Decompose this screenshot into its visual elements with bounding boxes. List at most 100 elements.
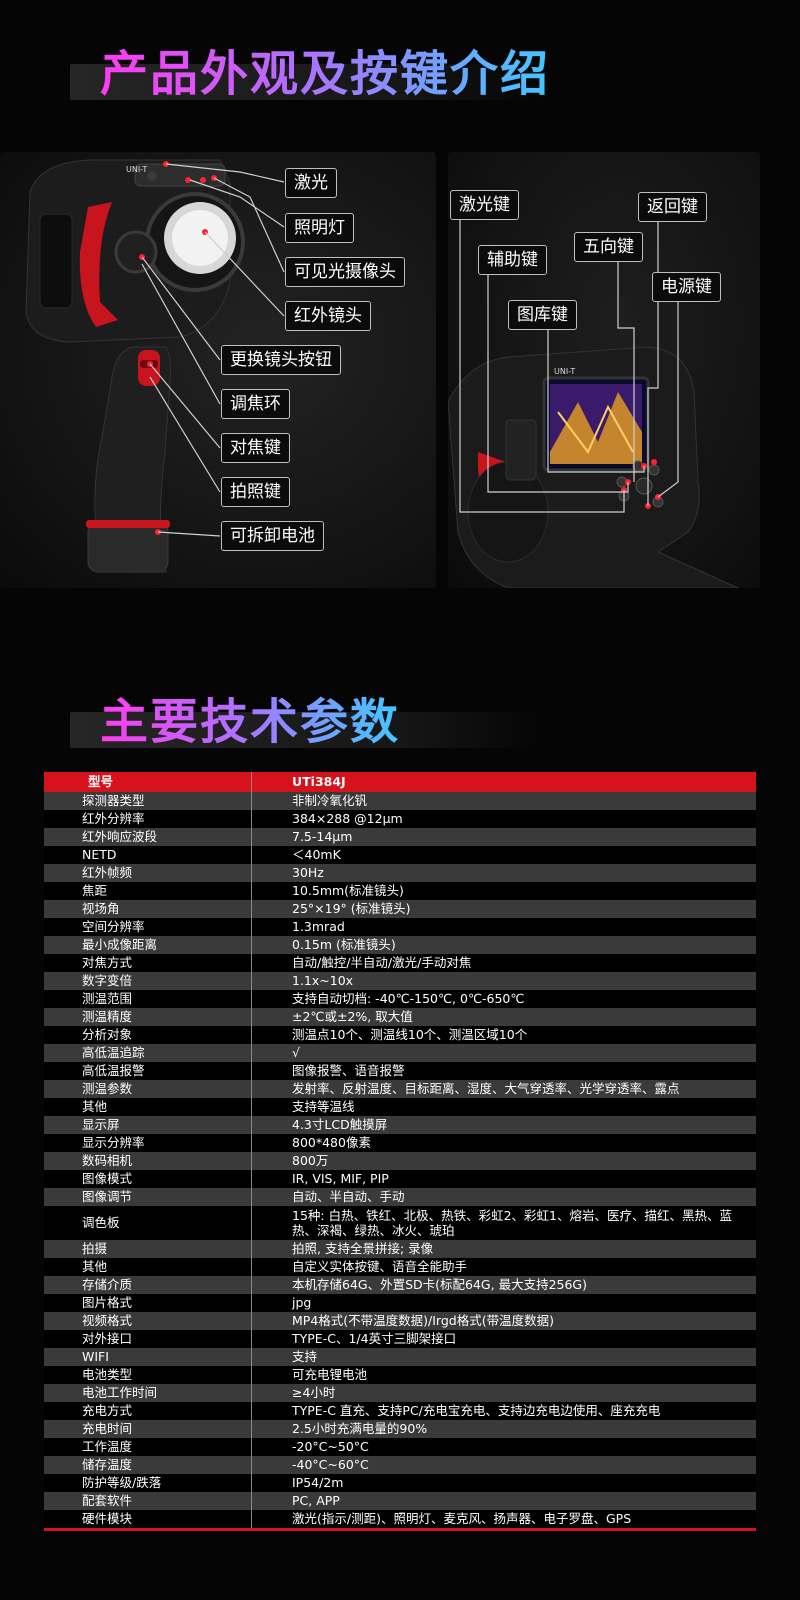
row-value: 25°×19° (标准镜头) (292, 901, 411, 916)
row-value: IP54/2m (292, 1475, 344, 1490)
row-value: 拍照, 支持全景拼接; 录像 (292, 1241, 434, 1256)
row-key: 其他 (44, 1098, 252, 1116)
row-key: 存储介质 (44, 1276, 252, 1294)
label-ir-lens: 红外镜头 (285, 301, 371, 331)
row-value: √ (292, 1045, 300, 1060)
table-row: 电池类型可充电锂电池 (44, 1366, 756, 1384)
row-key: 储存温度 (44, 1456, 252, 1474)
table-row: 调色板 15种: 白热、铁红、北极、热铁、彩虹2、彩虹1、熔岩、医疗、描红、黑热、… (44, 1206, 756, 1240)
camera-back-illustration: UNI-T (448, 220, 739, 588)
row-key: 显示屏 (44, 1116, 252, 1134)
row-value: 图像报警、语音报警 (292, 1063, 405, 1078)
table-row: 分析对象 测温点10个、测温线10个、测温区域10个 (44, 1026, 756, 1044)
row-value: 0.15m (标准镜头) (292, 937, 396, 952)
row-value: 支持等温线 (292, 1099, 355, 1114)
table-row: 图片格式 jpg (44, 1294, 756, 1312)
row-key: 视频格式 (44, 1312, 252, 1330)
row-value: IR, VIS, MIF, PIP (292, 1171, 389, 1186)
row-value: 1.3mrad (292, 919, 345, 934)
table-row: 高低温报警 图像报警、语音报警 (44, 1062, 756, 1080)
row-value: 激光(指示/测距)、照明灯、麦克风、扬声器、电子罗盘、GPS (292, 1511, 632, 1526)
row-key: 测温范围 (44, 990, 252, 1008)
table-row: 其他 支持等温线 (44, 1098, 756, 1116)
title-band-2 (70, 712, 540, 748)
row-value: TYPE-C、1/4英寸三脚架接口 (292, 1331, 457, 1346)
row-value: 测温点10个、测温线10个、测温区域10个 (292, 1027, 528, 1042)
row-key: 配套软件 (44, 1492, 252, 1510)
row-value: 自动、半自动、手动 (292, 1189, 405, 1204)
row-value: -20°C~50°C (292, 1439, 369, 1454)
table-row: 拍摄拍照, 支持全景拼接; 录像 (44, 1240, 756, 1258)
row-value: 支持 (292, 1349, 318, 1364)
table-row: 数码相机 800万 (44, 1152, 756, 1170)
row-key: 视场角 (44, 900, 252, 918)
label-laser-key: 激光键 (450, 190, 519, 220)
table-row: 储存温度 -40°C~60°C (44, 1456, 756, 1474)
row-key: 工作温度 (44, 1438, 252, 1456)
row-value: 800万 (292, 1153, 329, 1168)
row-value: ±2℃或±2%, 取大值 (292, 1009, 413, 1024)
row-key: 数码相机 (44, 1152, 252, 1170)
table-row: 探测器类型非制冷氧化钒 (44, 792, 756, 810)
header-key: 型号 (44, 772, 252, 792)
row-key: 显示分辨率 (44, 1134, 252, 1152)
table-row: 高低温追踪 √ (44, 1044, 756, 1062)
label-light: 照明灯 (285, 213, 354, 243)
row-key: 充电时间 (44, 1420, 252, 1438)
row-key: 最小成像距离 (44, 936, 252, 954)
table-row: 存储介质 本机存储64G、外置SD卡(标配64G, 最大支持256G) (44, 1276, 756, 1294)
row-value: 1.1x~10x (292, 973, 354, 988)
row-key: 图片格式 (44, 1294, 252, 1312)
table-row: 测温参数发射率、反射温度、目标距离、湿度、大气穿透率、光学穿透率、露点 (44, 1080, 756, 1098)
section-title-appearance: 产品外观及按键介绍 (100, 34, 550, 104)
table-row: NETD＜40mK (44, 846, 756, 864)
row-key: WIFI (44, 1348, 252, 1366)
label-gallery-key: 图库键 (508, 300, 577, 330)
header-value: UTi384J (292, 774, 346, 789)
row-value: -40°C~60°C (292, 1457, 369, 1472)
row-value: MP4格式(不带温度数据)/Irgd格式(带温度数据) (292, 1313, 554, 1328)
row-value: 30Hz (292, 865, 324, 880)
label-assist-key: 辅助键 (478, 245, 547, 275)
label-lens-release: 更换镜头按钮 (221, 345, 341, 375)
table-row: 测温范围支持自动切档: -40℃-150℃, 0℃-650℃ (44, 990, 756, 1008)
row-value: 800*480像素 (292, 1135, 371, 1150)
row-value: 15种: 白热、铁红、北极、热铁、彩虹2、彩虹1、熔岩、医疗、描红、黑热、蓝热、… (292, 1208, 732, 1238)
label-power-key: 电源键 (652, 272, 721, 302)
row-value: ≥4小时 (292, 1385, 336, 1400)
row-key: 高低温追踪 (44, 1044, 252, 1062)
label-back-key: 返回键 (638, 192, 707, 222)
table-row: WIFI 支持 (44, 1348, 756, 1366)
row-key: 探测器类型 (44, 792, 252, 810)
table-row: 硬件模块激光(指示/测距)、照明灯、麦克风、扬声器、电子罗盘、GPS (44, 1510, 756, 1528)
row-value: 发射率、反射温度、目标距离、湿度、大气穿透率、光学穿透率、露点 (292, 1081, 680, 1096)
row-key: 高低温报警 (44, 1062, 252, 1080)
table-row: 其他自定义实体按键、语音全能助手 (44, 1258, 756, 1276)
row-value: jpg (292, 1295, 312, 1310)
row-key: 分析对象 (44, 1026, 252, 1044)
row-key: 电池工作时间 (44, 1384, 252, 1402)
table-bottom-line (44, 1528, 756, 1531)
table-row: 视频格式 MP4格式(不带温度数据)/Irgd格式(带温度数据) (44, 1312, 756, 1330)
table-row: 对焦方式自动/触控/半自动/激光/手动对焦 (44, 954, 756, 972)
table-row: 电池工作时间 ≥4小时 (44, 1384, 756, 1402)
row-value: PC, APP (292, 1493, 340, 1508)
table-row: 视场角 25°×19° (标准镜头) (44, 900, 756, 918)
row-key: 对焦方式 (44, 954, 252, 972)
row-value: 本机存储64G、外置SD卡(标配64G, 最大支持256G) (292, 1277, 587, 1292)
row-key: 图像调节 (44, 1188, 252, 1206)
device-back-panel: UNI-T 激光键 返回键 五向键 辅助键 电源键 图库键 (448, 152, 760, 588)
label-laser: 激光 (285, 168, 337, 198)
label-five-way-key: 五向键 (574, 232, 643, 262)
row-key: NETD (44, 846, 252, 864)
row-key: 充电方式 (44, 1402, 252, 1420)
row-key: 调色板 (44, 1206, 252, 1240)
